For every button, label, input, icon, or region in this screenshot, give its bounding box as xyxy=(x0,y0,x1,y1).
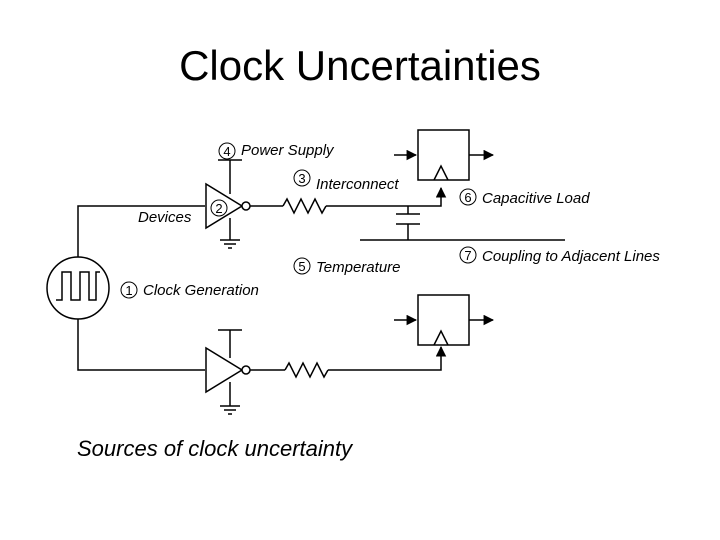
clock-source-circle xyxy=(46,256,110,320)
bottom-inverter xyxy=(205,346,244,394)
marker-num-1: 1 xyxy=(125,283,132,298)
marker-circle-6 xyxy=(459,188,477,206)
marker-num-5: 5 xyxy=(298,259,305,274)
label-coupling: Coupling to Adjacent Lines xyxy=(482,248,660,265)
marker-num-2: 2 xyxy=(215,201,222,216)
slide-title: Clock Uncertainties xyxy=(179,42,541,89)
marker-num-4: 4 xyxy=(223,144,230,159)
bottom-resistor xyxy=(284,361,329,379)
bottom-ground-symbol xyxy=(220,405,240,415)
marker-circle-5 xyxy=(293,257,311,275)
wire-clock-top xyxy=(77,205,205,257)
marker-circle-4 xyxy=(218,142,236,160)
label-capacitive-load: Capacitive Load xyxy=(482,190,590,207)
label-devices: Devices xyxy=(138,209,192,226)
figure-caption: Sources of clock uncertainty xyxy=(77,436,353,461)
marker-num-3: 3 xyxy=(298,171,305,186)
marker-circle-1 xyxy=(120,281,138,299)
label-clock-generation: Clock Generation xyxy=(143,282,259,299)
top-resistor xyxy=(282,197,327,215)
top-inverter-bubble xyxy=(241,201,251,211)
bottom-inverter-bubble xyxy=(241,365,251,375)
clock-waveform xyxy=(56,271,100,301)
marker-circle-7 xyxy=(459,246,477,264)
top-ground-symbol xyxy=(220,239,240,249)
marker-num-7: 7 xyxy=(464,248,471,263)
marker-circle-3 xyxy=(293,169,311,187)
label-interconnect: Interconnect xyxy=(316,176,399,193)
label-power-supply: Power Supply xyxy=(241,142,335,159)
bottom-interconnect-wire xyxy=(328,345,447,371)
top-interconnect-wire xyxy=(326,186,447,207)
wire-clock-bottom xyxy=(77,319,205,371)
bottom-ff-clock-triangle xyxy=(433,329,449,346)
marker-num-6: 6 xyxy=(464,190,471,205)
label-temperature: Temperature xyxy=(316,259,401,276)
top-ff-clock-triangle xyxy=(433,164,449,181)
marker-circle-2 xyxy=(210,199,228,217)
